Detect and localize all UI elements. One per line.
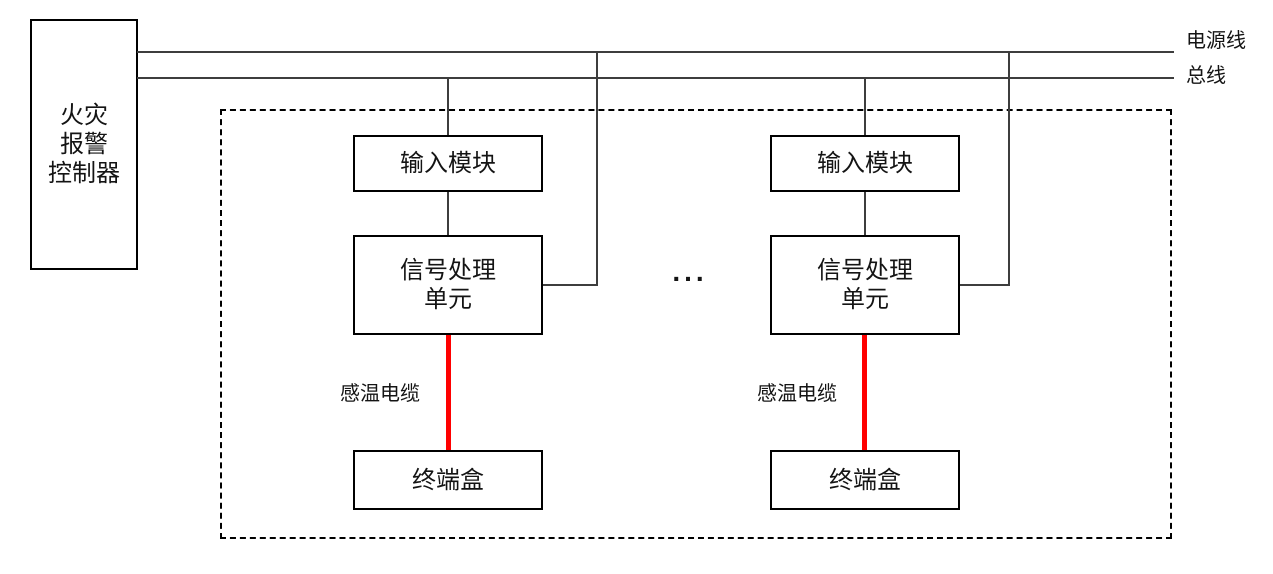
unit1-sensing-cable-label: 感温电缆 bbox=[340, 383, 420, 405]
dashed-zone-boundary bbox=[220, 109, 1172, 539]
power-line-label: 电源线 bbox=[1186, 30, 1246, 52]
fire-alarm-controller-box: 火灾 报警 控制器 bbox=[30, 19, 138, 270]
unit2-terminal-box: 终端盒 bbox=[770, 450, 960, 510]
unit1-bus-drop-line bbox=[447, 79, 449, 135]
unit2-signal-processing-box: 信号处理 单元 bbox=[770, 235, 960, 335]
unit2-sensing-cable-label: 感温电缆 bbox=[757, 383, 837, 405]
fire-alarm-controller-label: 火灾 报警 控制器 bbox=[48, 102, 120, 187]
bus-line bbox=[137, 77, 1174, 79]
unit2-sensing-cable bbox=[862, 335, 867, 450]
unit1-terminal-label: 终端盒 bbox=[412, 466, 484, 494]
unit1-sensing-cable bbox=[446, 335, 451, 450]
bus-line-label: 总线 bbox=[1186, 65, 1226, 87]
unit2-bus-drop-line bbox=[864, 79, 866, 135]
unit2-terminal-label: 终端盒 bbox=[829, 466, 901, 494]
unit1-input-module-label: 输入模块 bbox=[400, 150, 496, 177]
unit1-input-module-box: 输入模块 bbox=[353, 135, 543, 192]
repetition-ellipsis: ... bbox=[672, 256, 708, 287]
unit1-input-signal-link-line bbox=[447, 192, 449, 235]
unit1-power-elbow-line bbox=[543, 284, 598, 286]
unit1-power-drop-line bbox=[596, 52, 598, 286]
unit2-input-module-box: 输入模块 bbox=[770, 135, 960, 192]
unit2-power-drop-line bbox=[1008, 52, 1010, 286]
unit2-input-signal-link-line bbox=[864, 192, 866, 235]
power-line bbox=[137, 51, 1174, 53]
unit2-power-elbow-line bbox=[960, 284, 1010, 286]
unit2-input-module-label: 输入模块 bbox=[817, 150, 913, 177]
unit2-signal-processing-label: 信号处理 单元 bbox=[817, 257, 913, 313]
unit1-terminal-box: 终端盒 bbox=[353, 450, 543, 510]
unit1-signal-processing-box: 信号处理 单元 bbox=[353, 235, 543, 335]
unit1-signal-processing-label: 信号处理 单元 bbox=[400, 257, 496, 313]
